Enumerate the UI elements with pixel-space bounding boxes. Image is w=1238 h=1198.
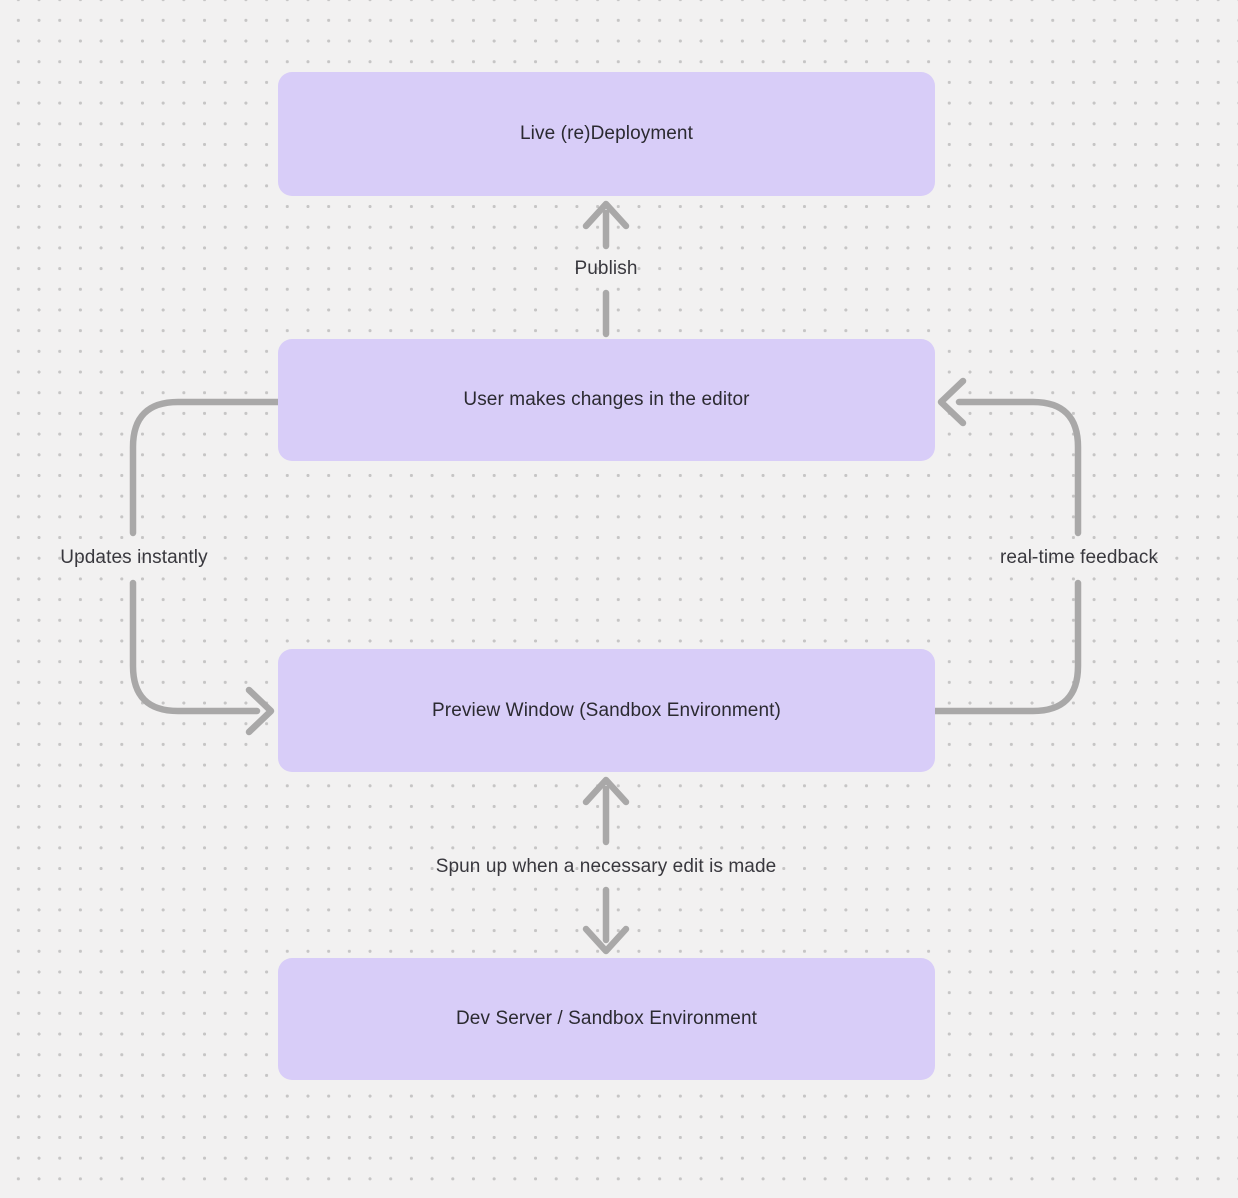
node-dev-server-label: Dev Server / Sandbox Environment	[455, 1008, 757, 1029]
arrow-feedback-upper	[955, 398, 1082, 537]
node-preview-window-label: Preview Window (Sandbox Environment)	[432, 699, 781, 721]
arrow-real-time-feedback	[931, 377, 1082, 715]
node-preview-window[interactable]: Preview Window (Sandbox Environment)	[278, 649, 935, 772]
edge-label-spun-up: Spun up when a necessary edit is made	[435, 856, 777, 877]
node-user-editor[interactable]: User makes changes in the editor	[278, 339, 935, 461]
arrow-updates-arrowhead-right-icon	[245, 686, 275, 736]
arrow-feedback-arrowhead-left-icon	[937, 377, 967, 427]
node-live-redeployment-label: Live (re)Deployment	[520, 123, 693, 144]
arrow-updates-instantly	[129, 398, 282, 736]
node-dev-server[interactable]: Dev Server / Sandbox Environment	[278, 958, 935, 1080]
arrow-spun-up	[582, 776, 630, 955]
arrow-spunup-arrowhead-up-icon	[582, 776, 630, 806]
arrow-spunup-arrowhead-down-icon	[582, 925, 630, 955]
arrow-updates-upper	[129, 398, 282, 537]
node-user-editor-label: User makes changes in the editor	[463, 389, 750, 410]
edge-label-real-time-feedback: real-time feedback	[999, 547, 1159, 568]
edge-label-updates-instantly: Updates instantly	[60, 547, 208, 568]
node-live-redeployment[interactable]: Live (re)Deployment	[278, 72, 935, 196]
arrow-publish-arrowhead-up-icon	[582, 200, 630, 230]
arrow-feedback-lower	[931, 579, 1082, 715]
edge-label-publish: Publish	[574, 258, 638, 279]
arrow-publish	[582, 200, 630, 338]
arrow-updates-lower	[129, 579, 261, 715]
